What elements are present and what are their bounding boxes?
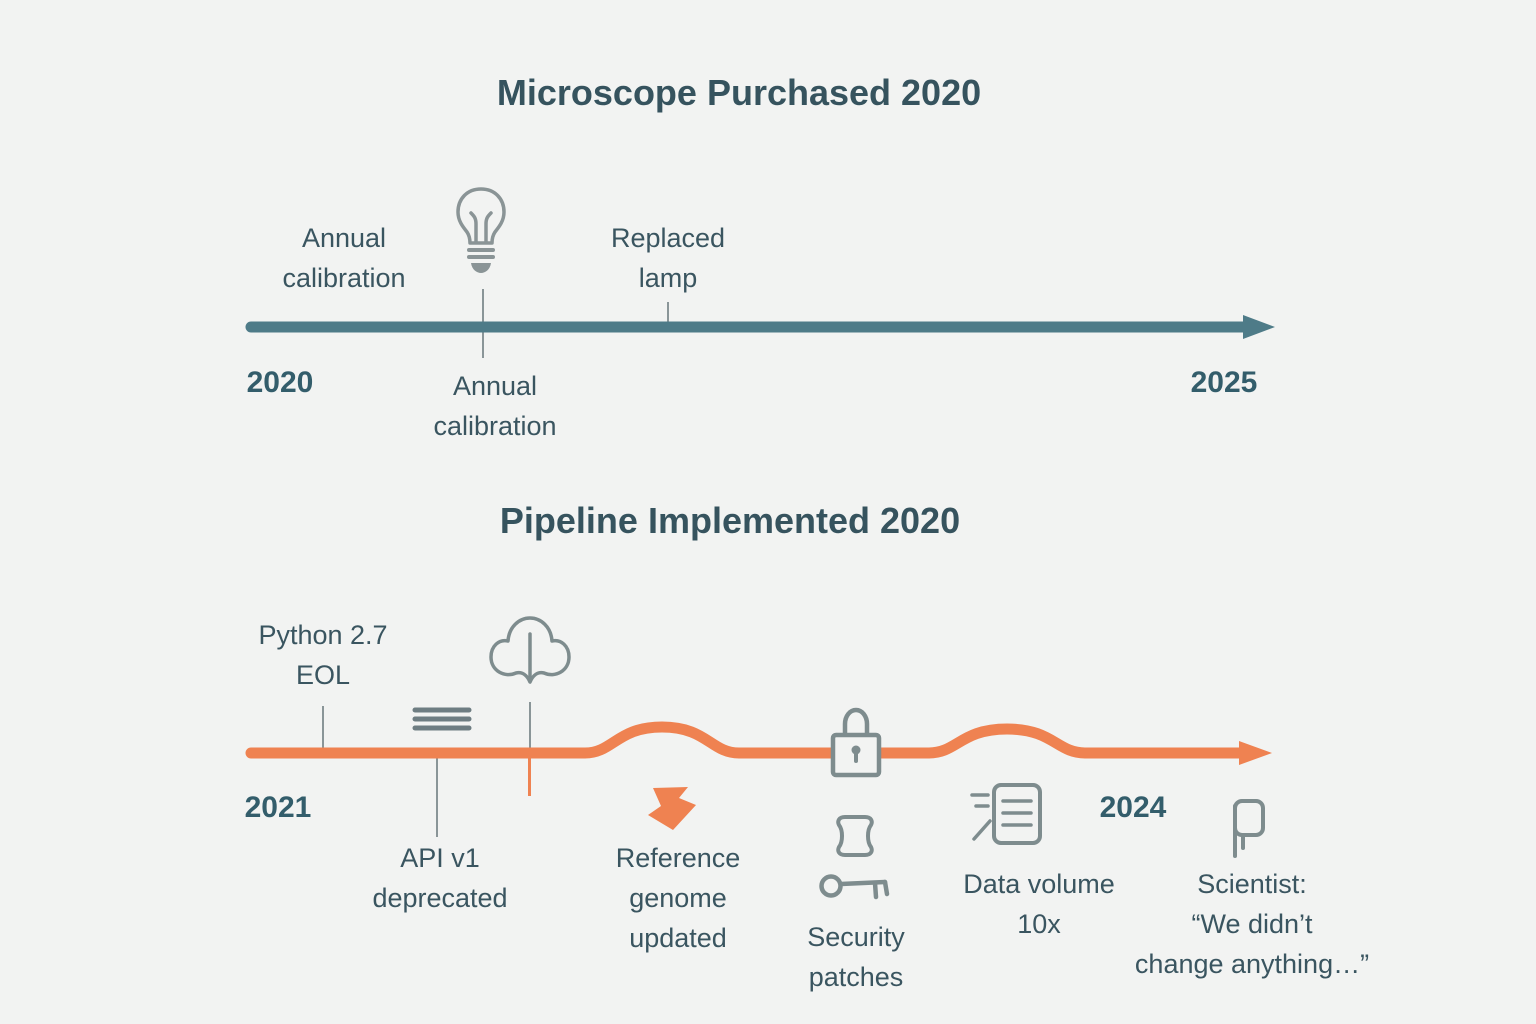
lightbulb-icon bbox=[456, 187, 506, 273]
microscope-timeline-arrow bbox=[245, 315, 1275, 339]
event-reference-genome: Reference genome updated bbox=[615, 843, 741, 953]
key-icon bbox=[819, 874, 890, 900]
year-2024: 2024 bbox=[1099, 791, 1167, 824]
menu-lines-icon bbox=[412, 707, 472, 731]
pipeline-title: Pipeline Implemented 2020 bbox=[499, 500, 961, 541]
cloud-download-icon bbox=[489, 616, 571, 684]
event-python-eol: Python 2.7 EOL bbox=[258, 620, 388, 690]
padlock-icon bbox=[830, 707, 882, 778]
ribbon-arrow-icon bbox=[648, 787, 696, 830]
pipeline-timeline-arrow bbox=[245, 721, 1272, 765]
microscope-title: Microscope Purchased 2020 bbox=[496, 72, 982, 113]
event-replaced-lamp: Replaced lamp bbox=[610, 223, 726, 293]
event-data-volume: Data volume 10x bbox=[963, 869, 1115, 939]
event-annual-calibration-bottom: Annual calibration bbox=[433, 371, 557, 441]
tick-python-eol bbox=[322, 706, 324, 752]
year-2020: 2020 bbox=[246, 366, 314, 399]
event-scientist-quote: Scientist: “We didn’t change anything…” bbox=[1134, 869, 1370, 979]
tick-reference-genome bbox=[528, 758, 531, 796]
tick-cloud-download bbox=[529, 702, 531, 754]
flag-marker-icon bbox=[1233, 799, 1265, 858]
tick-replaced-lamp bbox=[667, 302, 669, 326]
event-api-deprecated: API v1 deprecated bbox=[372, 843, 508, 913]
document-icon bbox=[970, 783, 1042, 845]
event-security-patches: Security patches bbox=[807, 922, 905, 992]
tick-api-deprecated bbox=[436, 757, 438, 837]
year-2025: 2025 bbox=[1190, 366, 1258, 399]
year-2021: 2021 bbox=[244, 791, 312, 824]
event-annual-calibration-top: Annual calibration bbox=[282, 223, 406, 293]
patch-icon bbox=[836, 815, 874, 857]
